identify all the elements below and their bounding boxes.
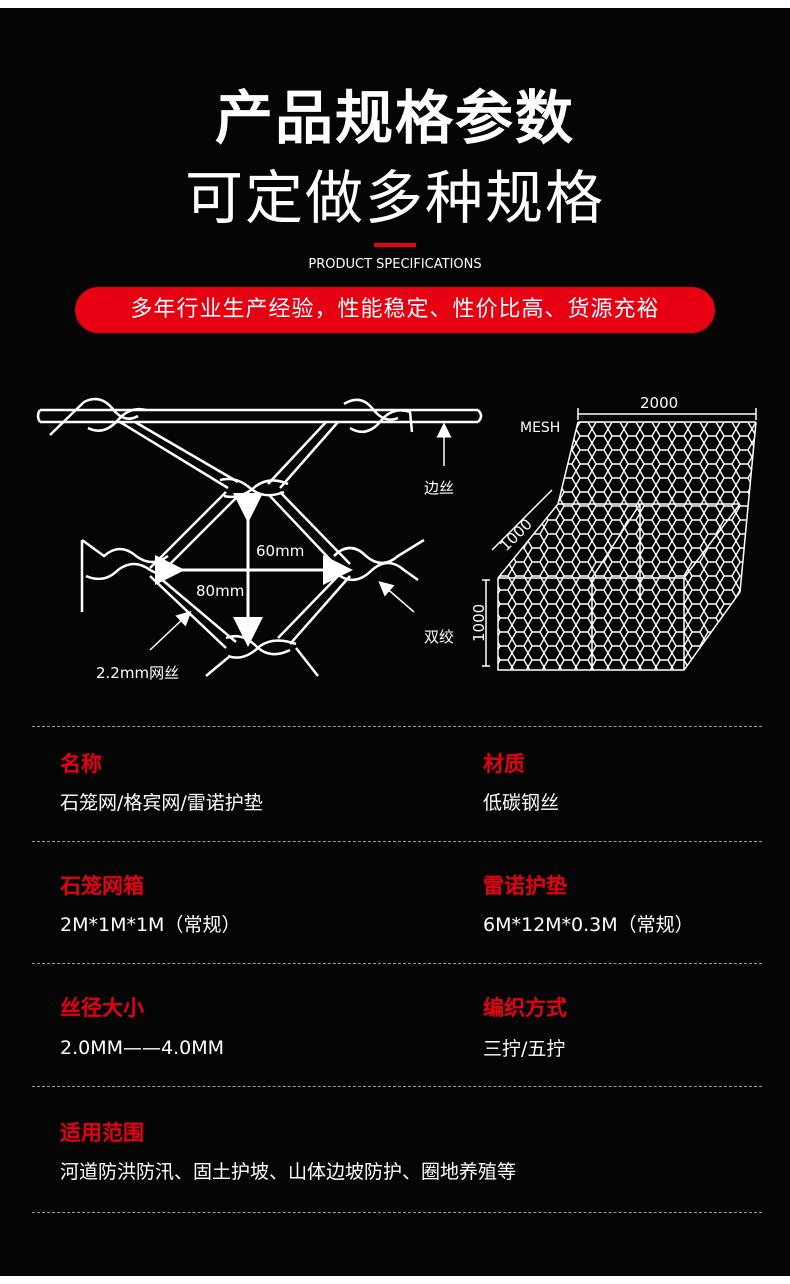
divider xyxy=(32,841,762,842)
spec-label-weave: 编织方式 xyxy=(483,996,567,1020)
divider xyxy=(32,726,762,727)
divider xyxy=(32,1212,762,1213)
spec-value-weave: 三拧/五拧 xyxy=(483,1038,566,1060)
width-dimension-label: 80mm xyxy=(196,582,244,600)
mesh-label: MESH xyxy=(520,420,560,436)
height-dimension-label: 60mm xyxy=(256,542,304,560)
spec-label-application: 适用范围 xyxy=(60,1121,144,1145)
spec-label-reno-mattress: 雷诺护垫 xyxy=(483,874,567,898)
twist-label: 双绞 xyxy=(424,628,454,646)
mesh-wire-label: 2.2mm网丝 xyxy=(96,664,179,682)
spec-value-material: 低碳钢丝 xyxy=(483,792,560,814)
gabion-box-drawing xyxy=(482,408,757,671)
slogan-banner: 多年行业生产经验，性能稳定、性价比高、货源充裕 xyxy=(75,287,715,333)
spec-value-wire-diameter: 2.0MM——4.0MM xyxy=(60,1037,225,1059)
page-title: 产品规格参数 xyxy=(214,84,575,152)
spec-value-name: 石笼网/格宾网/雷诺护垫 xyxy=(60,792,263,814)
divider xyxy=(32,1086,762,1087)
spec-label-gabion-box: 石笼网箱 xyxy=(60,874,144,898)
spec-value-application: 河道防洪防汛、固土护坡、山体边坡防护、圈地养殖等 xyxy=(60,1161,517,1183)
double-twist-drawing xyxy=(36,397,483,677)
spec-label-material: 材质 xyxy=(483,752,525,776)
spec-value-gabion-box: 2M*1M*1M（常规） xyxy=(60,914,241,936)
mesh-diagram: 边丝 60mm 80mm 双绞 2.2mm网丝 xyxy=(36,394,757,682)
divider xyxy=(32,963,762,964)
box-height-dimension-label: 1000 xyxy=(470,604,488,642)
english-title: PRODUCT SPECIFICATIONS xyxy=(308,257,482,272)
spec-label-name: 名称 xyxy=(60,752,102,776)
accent-bar xyxy=(374,243,416,247)
spec-label-wire-diameter: 丝径大小 xyxy=(60,996,144,1020)
page-subtitle: 可定做多种规格 xyxy=(184,164,605,232)
spec-value-reno-mattress: 6M*12M*0.3M（常规） xyxy=(483,914,694,936)
length-dimension-label: 2000 xyxy=(640,394,678,412)
edge-wire-label: 边丝 xyxy=(424,479,454,497)
